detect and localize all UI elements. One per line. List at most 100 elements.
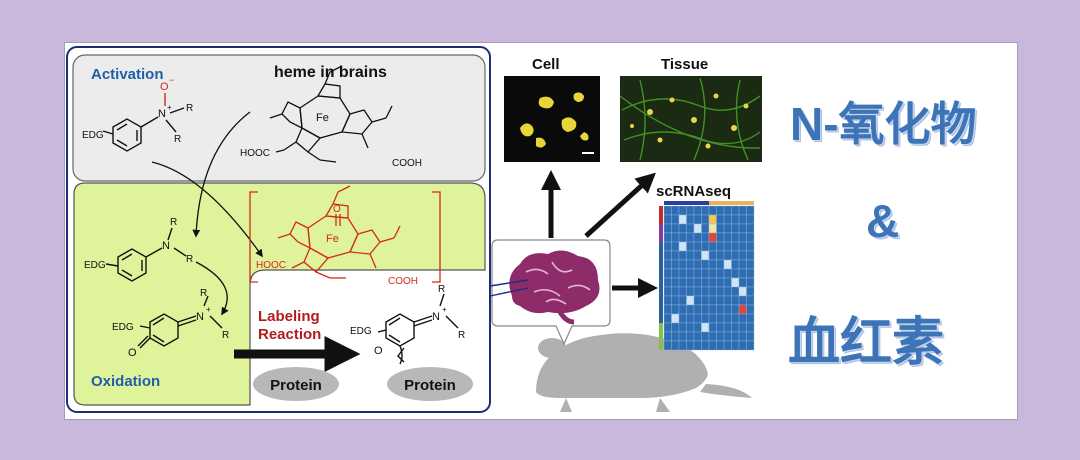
heatmap-cell bbox=[693, 340, 702, 351]
heatmap-cell bbox=[701, 259, 710, 270]
heatmap-cell bbox=[708, 277, 717, 288]
heatmap-cell bbox=[671, 232, 680, 243]
heatmap-cell bbox=[693, 295, 702, 306]
heatmap-cell bbox=[663, 277, 672, 288]
heatmap-cell bbox=[671, 205, 680, 216]
heatmap-side-cell bbox=[659, 341, 663, 350]
heatmap-cell bbox=[716, 250, 725, 261]
heatmap-cell bbox=[731, 259, 740, 270]
heatmap-cell bbox=[723, 232, 732, 243]
heatmap-cell bbox=[671, 331, 680, 342]
heatmap-cell bbox=[746, 232, 755, 243]
heatmap-cell bbox=[716, 241, 725, 252]
left-panel-frame bbox=[66, 46, 491, 413]
heatmap-cell bbox=[693, 205, 702, 216]
heatmap-cell bbox=[678, 295, 687, 306]
quinone-structure-right bbox=[377, 293, 459, 365]
heatmap-cell bbox=[686, 340, 695, 351]
heatmap-side-cell bbox=[659, 260, 663, 269]
edg-label-4: EDG bbox=[350, 326, 372, 337]
plus-label-1: + bbox=[167, 103, 172, 112]
heatmap-cell bbox=[716, 304, 725, 315]
heatmap-cell bbox=[723, 340, 732, 351]
heatmap-cell bbox=[723, 214, 732, 225]
heatmap-cell bbox=[671, 223, 680, 234]
heatmap-cell bbox=[738, 277, 747, 288]
heatmap-cell bbox=[663, 241, 672, 252]
cell-label: Cell bbox=[532, 56, 560, 73]
oxidation-label: Oxidation bbox=[91, 373, 161, 390]
heatmap-cell bbox=[716, 286, 725, 297]
heatmap-cell bbox=[708, 340, 717, 351]
heatmap-cell bbox=[738, 331, 747, 342]
heatmap-cell bbox=[731, 313, 740, 324]
heatmap-cell bbox=[746, 250, 755, 261]
heatmap-header-cell bbox=[694, 201, 702, 205]
heatmap-cell bbox=[746, 295, 755, 306]
heatmap-cell bbox=[716, 295, 725, 306]
heatmap-header-cell bbox=[709, 201, 717, 205]
heatmap-cell bbox=[731, 340, 740, 351]
heatmap-side-cell bbox=[659, 224, 663, 233]
heatmap-cell bbox=[686, 259, 695, 270]
heatmap-side-cell bbox=[659, 242, 663, 251]
edg-label-1: EDG bbox=[82, 130, 104, 141]
heatmap-cell bbox=[716, 223, 725, 234]
heatmap-header-cell bbox=[739, 201, 747, 205]
heatmap-cell bbox=[701, 295, 710, 306]
heatmap-cell bbox=[693, 232, 702, 243]
oxo-heme-structure bbox=[249, 185, 441, 283]
heatmap-cell bbox=[738, 259, 747, 270]
plus-label-4: + bbox=[442, 305, 447, 314]
heatmap-cell bbox=[708, 214, 717, 225]
heatmap-cell bbox=[701, 322, 710, 333]
ring-o-label-1: O bbox=[128, 347, 137, 359]
heatmap-side-cell bbox=[659, 305, 663, 314]
heatmap-cell bbox=[723, 268, 732, 279]
heatmap-cell bbox=[693, 304, 702, 315]
heatmap-cell bbox=[723, 250, 732, 261]
heatmap-cell bbox=[708, 241, 717, 252]
n-label-1: N bbox=[158, 108, 166, 120]
heatmap-cell bbox=[671, 241, 680, 252]
heatmap-cell bbox=[693, 241, 702, 252]
heatmap-cell bbox=[746, 205, 755, 216]
heatmap-cell bbox=[663, 232, 672, 243]
heatmap-cell bbox=[716, 205, 725, 216]
heatmap-side-cell bbox=[659, 332, 663, 341]
heatmap-cell bbox=[663, 295, 672, 306]
n-label-2: N bbox=[162, 240, 170, 252]
heatmap-cell bbox=[746, 286, 755, 297]
heatmap-cell bbox=[708, 232, 717, 243]
heatmap-cell bbox=[663, 322, 672, 333]
heatmap-cell bbox=[701, 232, 710, 243]
tissue-label: Tissue bbox=[661, 56, 709, 73]
heatmap-cell bbox=[671, 295, 680, 306]
heatmap-cell bbox=[693, 313, 702, 324]
heatmap-cell bbox=[731, 322, 740, 333]
heatmap-cell bbox=[686, 331, 695, 342]
heatmap-cell bbox=[746, 313, 755, 324]
heatmap-cell bbox=[663, 214, 672, 225]
heatmap-cell bbox=[746, 268, 755, 279]
heatmap-cell bbox=[731, 250, 740, 261]
heatmap-cell bbox=[746, 214, 755, 225]
heatmap-cell bbox=[716, 313, 725, 324]
heatmap-cell bbox=[678, 277, 687, 288]
r-label-3b: R bbox=[222, 330, 229, 341]
heatmap-cell bbox=[678, 268, 687, 279]
heatmap-header-cell bbox=[731, 201, 739, 205]
heatmap-cell bbox=[708, 268, 717, 279]
heatmap-cell bbox=[738, 304, 747, 315]
heatmap-side-cell bbox=[659, 296, 663, 305]
heatmap-cell bbox=[663, 223, 672, 234]
cell-image bbox=[504, 76, 600, 162]
heatmap-cell bbox=[686, 277, 695, 288]
fe-label-2: Fe bbox=[326, 233, 339, 245]
fe-label-1: Fe bbox=[316, 112, 329, 124]
heatmap-cell bbox=[738, 268, 747, 279]
heatmap-header-cell bbox=[664, 201, 672, 205]
heatmap-header-cell bbox=[746, 201, 754, 205]
heatmap-cell bbox=[731, 295, 740, 306]
heatmap-cell bbox=[738, 295, 747, 306]
